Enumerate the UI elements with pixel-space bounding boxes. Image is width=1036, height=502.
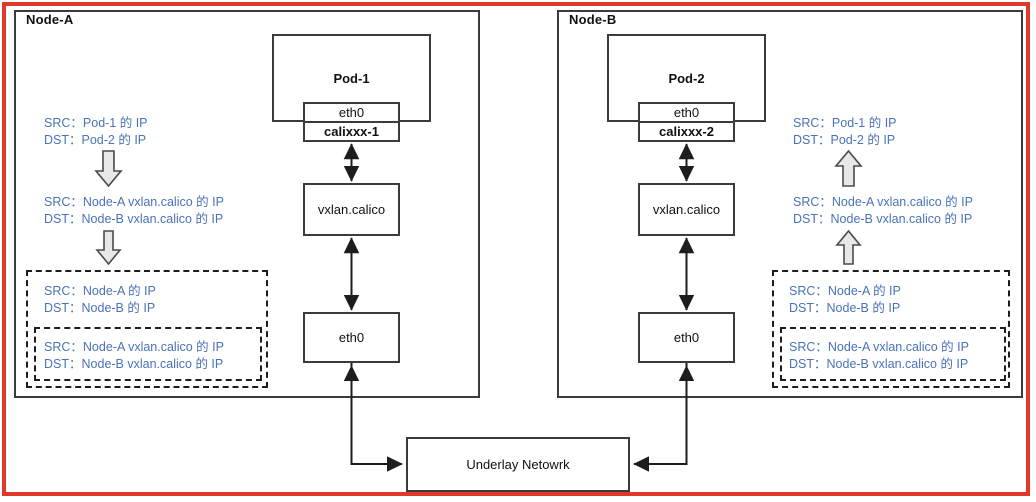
node-b-vxlan-calico-box: vxlan.calico: [638, 183, 735, 236]
underlay-network-box: Underlay Netowrk: [406, 437, 630, 492]
node-b-label: Node-B: [569, 12, 617, 27]
annotation-left-pod-src: Pod-1 的 IP: [82, 116, 148, 130]
label-dst: DST：: [793, 212, 831, 226]
node-a-label: Node-A: [26, 12, 74, 27]
label-dst: DST：: [789, 301, 827, 315]
pod-1-container: [272, 34, 431, 122]
annotation-right-inner-dashed-box: [780, 327, 1006, 381]
annotation-right-outer-src: Node-A 的 IP: [827, 284, 901, 298]
annotation-right-vxlan-pair: SRC：Node-A vxlan.calico 的 IP DST：Node-B …: [793, 194, 973, 228]
label-src: SRC：: [789, 284, 828, 298]
pod-1-label: Pod-1: [333, 71, 370, 86]
label-src: SRC：: [793, 116, 832, 130]
label-dst: DST：: [44, 212, 82, 226]
annotation-right-pod-src: Pod-1 的 IP: [831, 116, 897, 130]
pod-2-label: Pod-2: [668, 71, 705, 86]
pod-2-calixxx-box: calixxx-2: [638, 121, 735, 142]
annotation-left-inner-pair: SRC：Node-A vxlan.calico 的 IP DST：Node-B …: [44, 339, 224, 373]
annotation-right-vxlan-src: Node-A vxlan.calico 的 IP: [831, 195, 973, 209]
annotation-left-outer-dashed-box: [26, 270, 268, 388]
annotation-right-outer-dashed-box: [772, 270, 1010, 388]
pod-1-calixxx-box: calixxx-1: [303, 121, 400, 142]
label-dst: DST：: [789, 357, 827, 371]
annotation-left-inner-src: Node-A vxlan.calico 的 IP: [82, 340, 224, 354]
annotation-left-vxlan-pair: SRC：Node-A vxlan.calico 的 IP DST：Node-B …: [44, 194, 224, 228]
diagram-outer-frame: [2, 2, 1030, 496]
annotation-left-pod-pair: SRC：Pod-1 的 IP DST：Pod-2 的 IP: [44, 115, 148, 149]
node-a-eth0-box: eth0: [303, 312, 400, 363]
annotation-left-pod-dst: Pod-2 的 IP: [81, 133, 147, 147]
label-src: SRC：: [44, 116, 83, 130]
annotation-right-inner-dst: Node-B vxlan.calico 的 IP: [826, 357, 969, 371]
label-src: SRC：: [44, 195, 83, 209]
annotation-right-pod-dst: Pod-2 的 IP: [830, 133, 896, 147]
annotation-right-inner-pair: SRC：Node-A vxlan.calico 的 IP DST：Node-B …: [789, 339, 969, 373]
node-a-vxlan-calico-box: vxlan.calico: [303, 183, 400, 236]
annotation-left-outer-pair: SRC：Node-A 的 IP DST：Node-B 的 IP: [44, 283, 156, 317]
annotation-left-vxlan-dst: Node-B vxlan.calico 的 IP: [81, 212, 224, 226]
annotation-left-inner-dashed-box: [34, 327, 262, 381]
annotation-right-vxlan-dst: Node-B vxlan.calico 的 IP: [830, 212, 973, 226]
annotation-left-inner-dst: Node-B vxlan.calico 的 IP: [81, 357, 224, 371]
annotation-right-outer-dst: Node-B 的 IP: [826, 301, 901, 315]
annotation-left-vxlan-src: Node-A vxlan.calico 的 IP: [82, 195, 224, 209]
label-dst: DST：: [44, 133, 82, 147]
node-b-eth0-box: eth0: [638, 312, 735, 363]
label-dst: DST：: [44, 301, 82, 315]
annotation-right-outer-pair: SRC：Node-A 的 IP DST：Node-B 的 IP: [789, 283, 901, 317]
annotation-right-pod-pair: SRC：Pod-1 的 IP DST：Pod-2 的 IP: [793, 115, 897, 149]
pod-1-eth0-box: eth0: [303, 102, 400, 123]
label-src: SRC：: [44, 340, 83, 354]
label-dst: DST：: [44, 357, 82, 371]
label-dst: DST：: [793, 133, 831, 147]
pod-2-eth0-box: eth0: [638, 102, 735, 123]
label-src: SRC：: [44, 284, 83, 298]
label-src: SRC：: [789, 340, 828, 354]
label-src: SRC：: [793, 195, 832, 209]
annotation-right-inner-src: Node-A vxlan.calico 的 IP: [827, 340, 969, 354]
annotation-left-outer-src: Node-A 的 IP: [82, 284, 156, 298]
annotation-left-outer-dst: Node-B 的 IP: [81, 301, 156, 315]
